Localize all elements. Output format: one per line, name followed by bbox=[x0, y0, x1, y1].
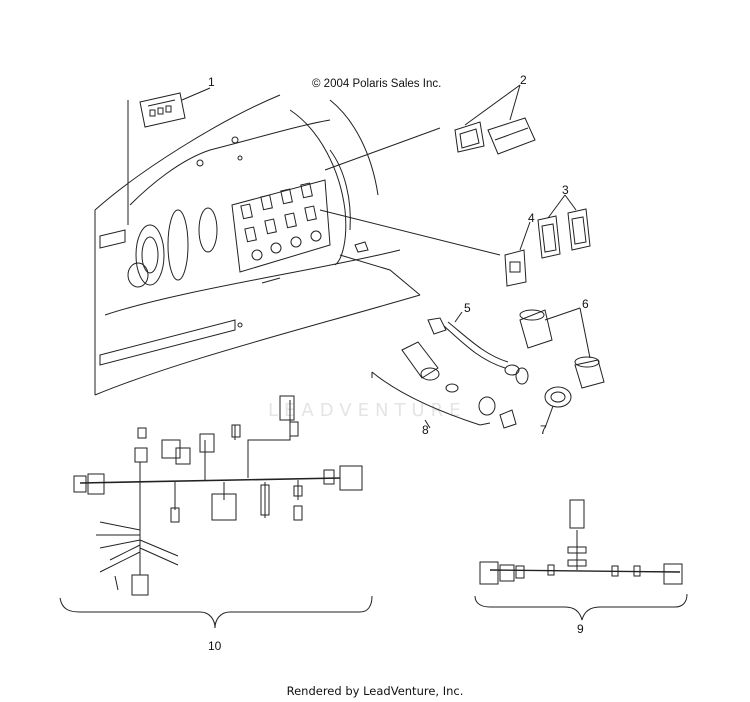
callouts: 1 2 3 4 5 6 7 8 9 10 bbox=[208, 73, 589, 653]
callout-3: 3 bbox=[562, 183, 569, 197]
part-2-bezel bbox=[324, 84, 536, 171]
part-8-bracket-extra bbox=[424, 419, 431, 429]
callout-7: 7 bbox=[540, 423, 547, 437]
part-1-connector bbox=[127, 87, 211, 225]
callout-1: 1 bbox=[208, 75, 215, 89]
callout-9: 9 bbox=[577, 622, 584, 636]
dashboard-body bbox=[94, 94, 421, 396]
copyright-text: © 2004 Polaris Sales Inc. bbox=[312, 78, 442, 90]
part-8-ignition bbox=[371, 341, 517, 429]
callout-10: 10 bbox=[208, 639, 222, 653]
callout-5: 5 bbox=[464, 301, 471, 315]
callout-4: 4 bbox=[528, 211, 535, 225]
callout-2: 2 bbox=[520, 73, 527, 87]
part-5-cable bbox=[427, 311, 529, 385]
part-9-harness bbox=[474, 499, 688, 621]
part-3-4-switches bbox=[319, 194, 591, 287]
watermark: LEADVENTURE bbox=[268, 400, 467, 421]
switch-panel bbox=[231, 179, 331, 273]
callout-8: 8 bbox=[422, 423, 429, 437]
part-7-grommet bbox=[544, 386, 572, 429]
part-10-harness bbox=[59, 395, 373, 629]
footer-text: Rendered by LeadVenture, Inc. bbox=[286, 684, 464, 698]
part-6-outlet bbox=[519, 307, 605, 389]
callout-6: 6 bbox=[582, 297, 589, 311]
